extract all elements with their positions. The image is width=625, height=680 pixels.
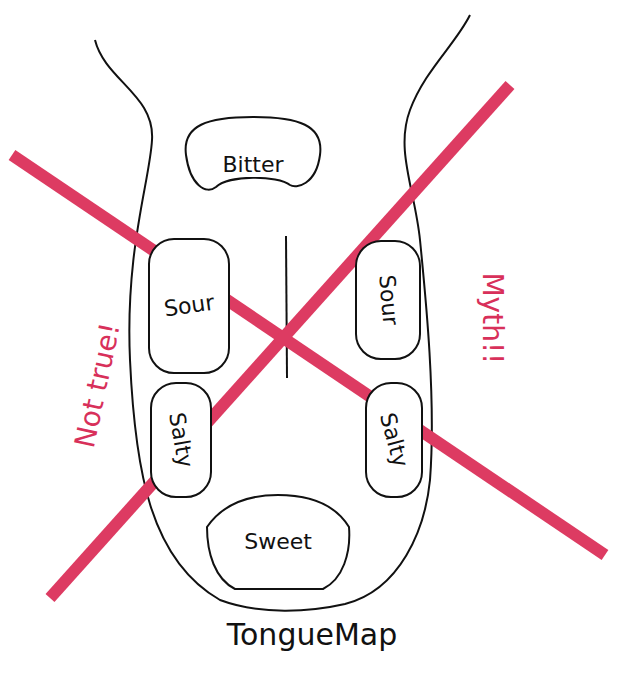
taste-label: Sour [160, 290, 217, 322]
cross-line [50, 85, 510, 598]
taste-region: Sour [355, 240, 421, 360]
handwritten-note: Myth!! [477, 269, 508, 367]
taste-label: Salty [375, 408, 414, 471]
taste-label: Salty [164, 409, 198, 472]
taste-region: Salty [150, 382, 212, 498]
midline [286, 236, 287, 378]
region-outline-path [186, 117, 321, 190]
taste-region: Salty [365, 382, 423, 498]
tongue-outline [95, 15, 470, 611]
cross-line [12, 155, 605, 555]
region-outline-path [207, 495, 349, 589]
taste-region: Sweet [205, 493, 351, 591]
diagram-title: TongueMap [227, 618, 397, 651]
taste-label: Bitter [220, 153, 285, 177]
taste-region: Sour [148, 238, 230, 374]
taste-label: Sour [374, 272, 403, 328]
handwritten-note: Not true! [69, 317, 127, 453]
taste-label: Sweet [242, 530, 314, 554]
taste-region: Bitter [178, 115, 328, 215]
